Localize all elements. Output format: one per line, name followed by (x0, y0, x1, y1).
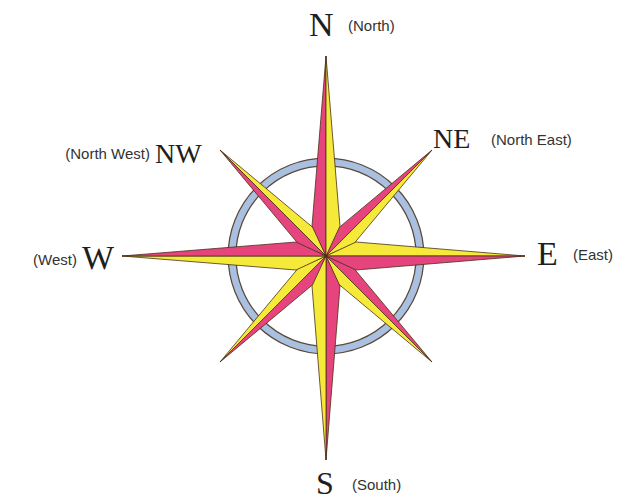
ray-half (326, 256, 432, 362)
direction-letter: NE (433, 125, 470, 153)
ray-half (326, 256, 340, 460)
ray-half (326, 242, 525, 256)
ray-half (220, 256, 326, 362)
direction-name: (West) (33, 252, 77, 267)
ray-half (122, 242, 326, 256)
ray-half (122, 256, 326, 270)
ray-half (220, 150, 326, 256)
direction-name: (North West) (65, 146, 150, 161)
direction-letter: NW (155, 140, 202, 168)
ray-half (326, 150, 432, 256)
ray-half (312, 56, 326, 256)
ray-half (326, 150, 432, 256)
direction-letter: W (82, 241, 114, 275)
direction-name: (South) (352, 477, 401, 492)
ray-half (312, 256, 326, 460)
ray-half (220, 256, 326, 362)
direction-letter: N (309, 8, 334, 42)
ray-half (220, 150, 326, 256)
direction-name: (East) (573, 247, 613, 262)
direction-letter: S (316, 467, 334, 499)
direction-letter: E (537, 237, 558, 271)
direction-name: (North) (348, 18, 395, 33)
ray-half (326, 256, 525, 270)
ray-half (326, 256, 432, 362)
main-points (122, 56, 525, 460)
center-dot (324, 254, 327, 257)
ray-half (326, 56, 340, 256)
direction-name: (North East) (491, 132, 572, 147)
